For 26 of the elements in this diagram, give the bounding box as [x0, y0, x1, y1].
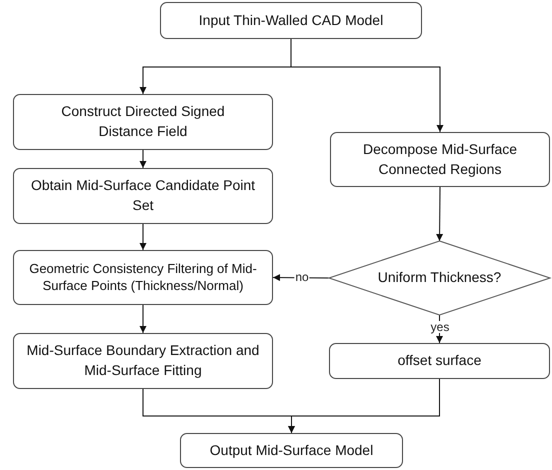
process-box — [13, 250, 273, 305]
process-box — [13, 333, 273, 389]
arrow — [436, 186, 444, 242]
arrow — [272, 274, 330, 282]
process-box — [160, 2, 422, 39]
arrow — [140, 224, 146, 250]
process-box — [13, 94, 273, 150]
step-label: Decompose Mid-Surface Connected Regions — [362, 140, 518, 179]
step-label: offset surface — [398, 351, 482, 370]
arrow — [140, 150, 146, 168]
step-label: Input Thin-Walled CAD Model — [198, 10, 384, 30]
step-label: Geometric Consistency Filtering of Mid-Surface Points (Thickness/Normal) — [28, 260, 258, 294]
process-box — [330, 132, 550, 187]
step-label: Obtain Mid-Surface Candidate Point Set — [30, 176, 256, 215]
process-box — [180, 433, 403, 468]
process-box — [13, 168, 273, 224]
process-box — [329, 343, 550, 379]
arrow — [288, 378, 440, 434]
step-label: Uniform Thickness? — [378, 268, 502, 288]
step-label: Output Mid-Surface Model — [210, 440, 374, 460]
arrow — [436, 314, 443, 344]
edge-label: yes — [430, 321, 450, 333]
step-label: Mid-Surface Boundary Extraction and Mid-Surface Fitting — [26, 341, 260, 380]
arrow — [140, 304, 146, 334]
arrow — [290, 38, 444, 132]
step-label: Construct Directed Signed Distance Field — [60, 102, 226, 141]
